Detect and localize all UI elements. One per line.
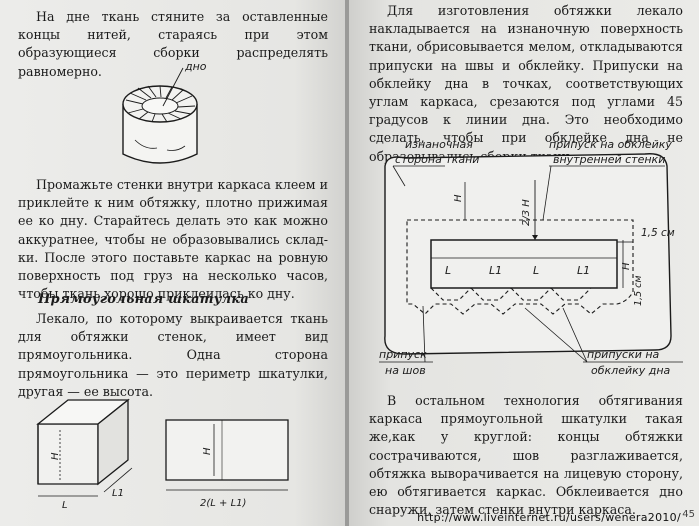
label-seam-2: на шов [385, 364, 426, 377]
left-page: На дне ткань стяните за оставленные конц… [0, 0, 346, 526]
box-length-label: L [62, 500, 68, 511]
box-width-label: L1 [112, 488, 124, 499]
label-cm-bottom: 1,5 см [633, 275, 644, 306]
right-paragraph-2: В остальном технология обтягивания карка… [369, 393, 683, 518]
left-paragraph-1: На дне ткань стяните за оставленные конц… [18, 9, 328, 79]
label-dno: дно [184, 60, 207, 73]
label-h-right: Н [621, 262, 632, 270]
left-paragraph-3: Лекало, по которому выкраивается ткань д… [18, 311, 328, 399]
label-bottom-2: обклейку дна [591, 364, 671, 377]
label-allow-inner-1: припуск на обклейку [549, 138, 672, 151]
left-paragraph-2: Промажьте стенки внутри каркаса клеем и … [18, 177, 328, 302]
pattern-diagram: 2/3 Н Н 1,5 см Н 1,5 см L L1 L L1 изнано… [379, 138, 683, 377]
label-seg-2: L1 [489, 264, 502, 277]
label-allow-inner-2: внутренней стенки [553, 153, 665, 166]
box-3d-figure: H L L1 [36, 398, 133, 511]
rect-perimeter-label: 2(L + L1) [200, 498, 246, 509]
right-paragraph-1: Для изготовления обтяжки лекало наклады­… [369, 3, 683, 164]
rect-pattern-figure: H 2(L + L1) [165, 419, 289, 509]
label-two-thirds-h: 2/3 Н [521, 199, 532, 226]
label-cm-right: 1,5 см [641, 227, 675, 239]
label-h-top: Н [453, 194, 464, 202]
label-seg-3: L [533, 264, 539, 277]
book-spine [345, 0, 350, 526]
label-wrong-side-2: сторона ткани [395, 153, 479, 166]
round-box-figure: дно [122, 60, 207, 164]
watermark-url[interactable]: http://www.liveinternet.ru/users/wenera2… [417, 511, 681, 524]
label-bottom-1: припуски на [587, 348, 660, 361]
label-seg-1: L [445, 264, 451, 277]
rect-height-label: H [202, 447, 213, 455]
section-heading: Прямоугольная шкатулка [38, 292, 250, 307]
box-height-label: H [50, 452, 61, 460]
label-seg-4: L1 [577, 264, 590, 277]
label-wrong-side-1: изнаночная [405, 138, 473, 151]
right-page: Для изготовления обтяжки лекало наклады­… [349, 0, 699, 526]
label-seam-1: припуск [379, 348, 427, 361]
page-number: 45 [682, 509, 695, 520]
